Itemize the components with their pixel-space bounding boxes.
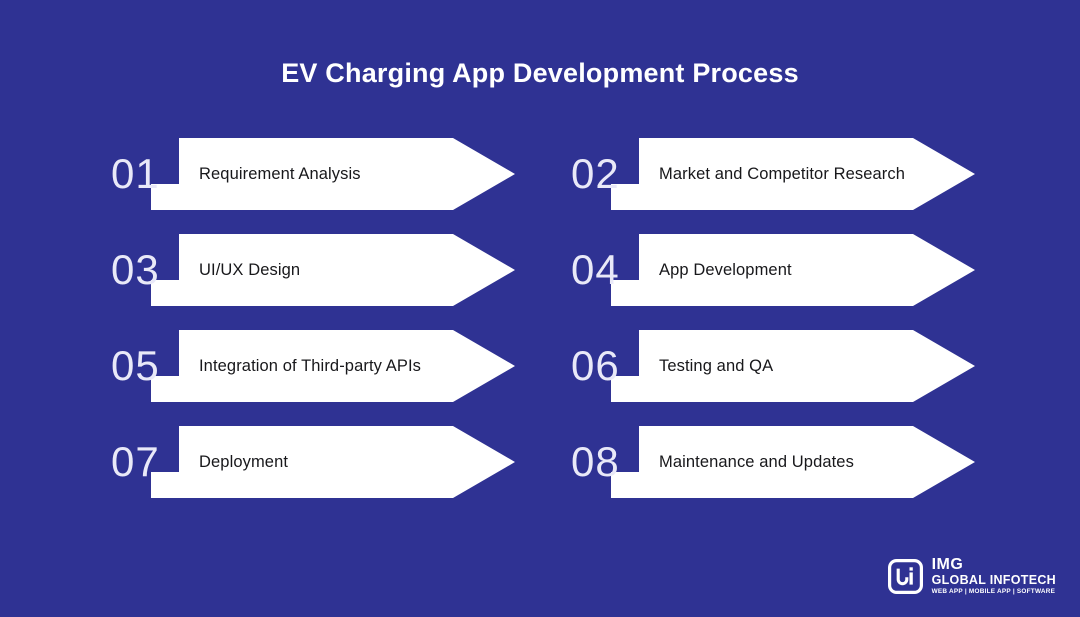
step-number: 03 [111,246,160,293]
step-label: Market and Competitor Research [659,164,906,183]
step-arrow-shape [611,234,975,306]
logo-name: IMG [931,555,964,573]
process-step-04: 04 App Development [565,234,975,306]
process-step-08: 08 Maintenance and Updates [565,426,975,498]
process-step-03: 03 UI/UX Design [105,234,515,306]
page-title: EV Charging App Development Process [281,58,799,88]
step-number: 05 [111,342,160,389]
process-step-02: 02 Market and Competitor Research [565,138,975,210]
step-number: 02 [571,150,620,197]
step-arrow-shape [611,138,975,210]
process-step-06: 06 Testing and QA [565,330,975,402]
step-number: 04 [571,246,620,293]
step-label: UI/UX Design [199,260,301,279]
step-number: 01 [111,150,160,197]
step-arrow-shape [151,234,515,306]
process-step-05: 05 Integration of Third-party APIs [105,330,515,402]
process-step-01: 01 Requirement Analysis [105,138,515,210]
step-number: 07 [111,438,160,485]
step-arrow-shape [611,330,975,402]
step-label: Testing and QA [659,356,774,375]
step-label: App Development [659,260,792,279]
logo-subtitle: GLOBAL INFOTECH [931,573,1056,588]
img-global-infotech-logo-icon [887,559,923,595]
step-arrow-shape [611,426,975,498]
step-label: Deployment [199,452,289,471]
brand-logo: IMG GLOBAL INFOTECH WEB APP | MOBILE APP… [887,555,1056,597]
step-label: Integration of Third-party APIs [199,356,421,375]
step-arrow-shape [151,330,515,402]
process-steps-list: 01 Requirement Analysis 02 Market and Co… [0,138,1080,498]
step-arrow-shape [151,138,515,210]
step-label: Requirement Analysis [199,164,361,183]
step-label: Maintenance and Updates [659,452,854,471]
step-number: 06 [571,342,620,389]
logo-tagline: WEB APP | MOBILE APP | SOFTWARE [931,588,1056,596]
logo-wordmark: IMG GLOBAL INFOTECH WEB APP | MOBILE APP… [931,555,1056,597]
step-arrow-shape [151,426,515,498]
process-step-07: 07 Deployment [105,426,515,498]
step-number: 08 [571,438,620,485]
